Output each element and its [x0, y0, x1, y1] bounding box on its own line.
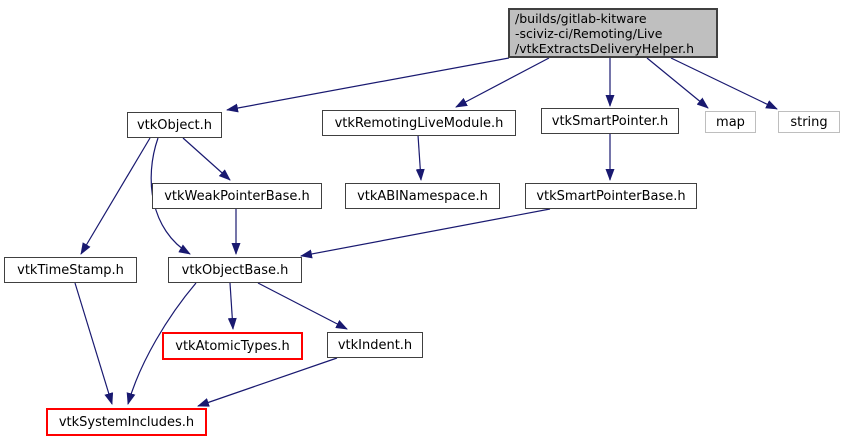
node-main-file: /builds/gitlab-kitware -sciviz-ci/Remoti…	[508, 8, 718, 58]
edge-main-vtkremotinglivemodule	[455, 57, 550, 108]
edge-main-string	[670, 57, 778, 110]
node-vtkindent-h[interactable]: vtkIndent.h	[327, 332, 423, 358]
edge-vtkobjectbase-vtkatomictypes	[227, 282, 237, 330]
edge-main-map	[646, 57, 709, 109]
node-vtksmartpointer-h[interactable]: vtkSmartPointer.h	[541, 108, 679, 134]
node-vtksmartpointerbase-h[interactable]: vtkSmartPointerBase.h	[525, 183, 697, 209]
edge-vtksmartpointerbase-vtkobjectbase	[300, 208, 551, 259]
edge-vtktimestamp-vtksystemincludes	[74, 282, 114, 405]
node-vtkobjectbase-h[interactable]: vtkObjectBase.h	[168, 257, 302, 283]
node-vtksystemincludes-h[interactable]: vtkSystemIncludes.h	[46, 408, 207, 436]
node-string: string	[778, 111, 840, 133]
edge-vtkobject-vtktimestamp	[80, 137, 151, 255]
edge-vtkindent-vtksystemincludes	[197, 357, 338, 407]
node-vtkatomictypes-h[interactable]: vtkAtomicTypes.h	[162, 332, 303, 360]
node-map: map	[705, 111, 756, 133]
edge-vtkobject-vtkweakpointerbase	[182, 137, 231, 181]
node-vtkweakpointerbase-h[interactable]: vtkWeakPointerBase.h	[152, 183, 322, 209]
edge-main-vtkobject	[226, 57, 510, 113]
node-vtkobject-h[interactable]: vtkObject.h	[127, 112, 222, 138]
edge-vtkremotinglivemodule-vtkabinamespace	[415, 134, 425, 181]
edge-vtkobjectbase-vtkindent	[257, 282, 348, 330]
node-vtktimestamp-h[interactable]: vtkTimeStamp.h	[4, 257, 137, 283]
edge-vtkobjectbase-vtksystemincludes	[126, 282, 197, 405]
node-vtkremotinglivemodule-h[interactable]: vtkRemotingLiveModule.h	[322, 110, 516, 136]
node-vtkabinamespace-h[interactable]: vtkABINamespace.h	[345, 183, 500, 209]
